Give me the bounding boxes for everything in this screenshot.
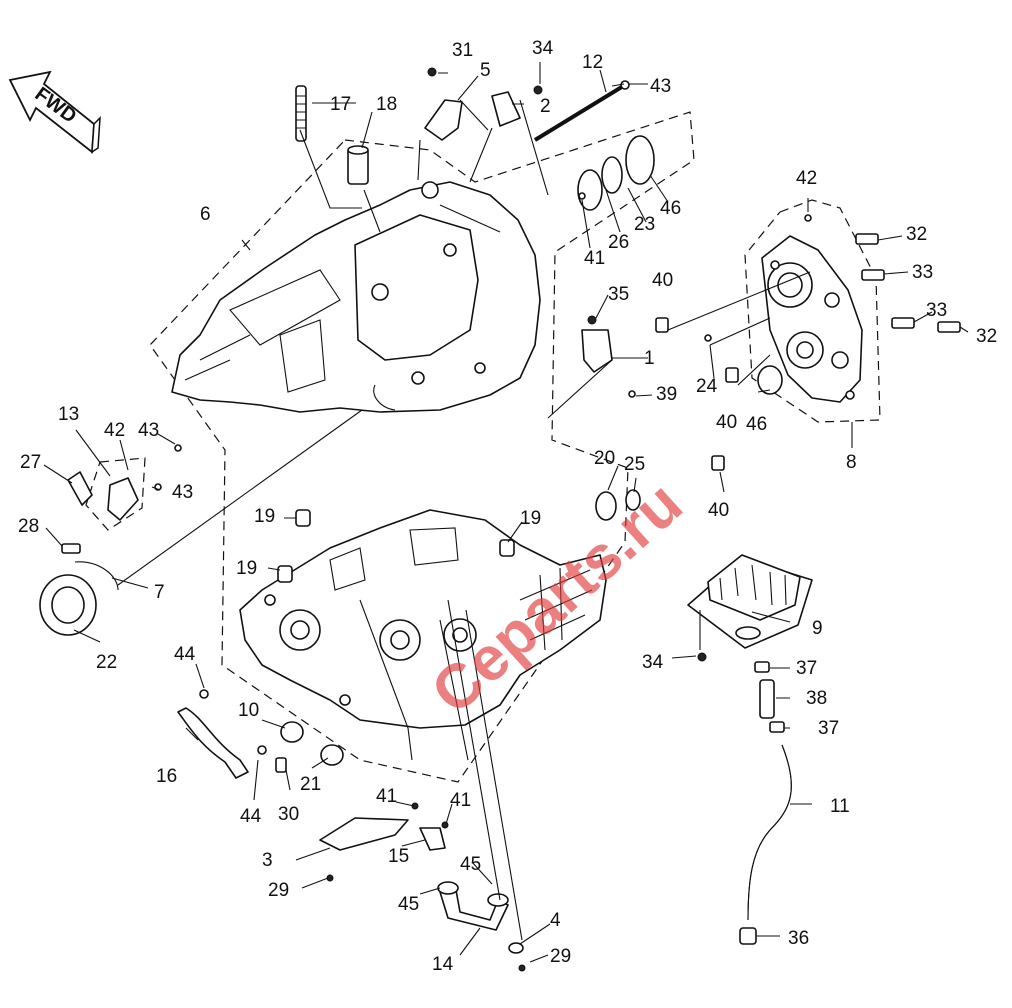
callout-22: 22 — [96, 652, 117, 673]
callout-2: 2 — [540, 96, 551, 117]
lower-crankcase — [239, 509, 607, 729]
callout-11: 11 — [830, 796, 850, 817]
callout-29a: 29 — [268, 880, 289, 901]
callout-46a: 46 — [660, 198, 681, 219]
callout-44b: 44 — [240, 806, 262, 827]
callout-labels: 1 2 3 4 5 6 7 8 9 10 11 12 13 14 15 16 1… — [18, 38, 997, 975]
callout-12: 12 — [582, 52, 603, 73]
small-components — [39, 67, 961, 972]
callout-39: 39 — [656, 384, 677, 405]
callout-40a: 40 — [652, 270, 673, 291]
callout-28: 28 — [18, 516, 39, 537]
callout-42a: 42 — [104, 420, 125, 441]
callout-25: 25 — [624, 454, 645, 475]
callout-43b: 43 — [138, 420, 159, 441]
callout-40c: 40 — [708, 500, 729, 521]
callout-31: 31 — [452, 40, 473, 61]
callout-19a: 19 — [254, 506, 275, 527]
callout-32b: 32 — [976, 326, 997, 347]
forward-direction-arrow: FWD — [8, 70, 101, 154]
right-side-cover — [761, 235, 863, 403]
callout-6: 6 — [200, 204, 211, 225]
callout-43a: 43 — [650, 76, 671, 97]
callout-13: 13 — [58, 404, 79, 425]
leader-lines — [43, 62, 969, 963]
callout-7: 7 — [154, 582, 165, 603]
callout-24: 24 — [696, 376, 718, 397]
callout-9: 9 — [812, 618, 823, 639]
sensor-group-outline — [85, 457, 146, 531]
callout-21: 21 — [300, 774, 321, 795]
callout-36: 36 — [788, 928, 809, 949]
callout-19b: 19 — [236, 558, 257, 579]
callout-43c: 43 — [172, 482, 193, 503]
callout-35: 35 — [608, 284, 629, 305]
callout-4: 4 — [550, 910, 561, 931]
callout-16: 16 — [156, 766, 177, 787]
callout-45a: 45 — [460, 854, 481, 875]
callout-30: 30 — [278, 804, 299, 825]
callout-40b: 40 — [716, 412, 737, 433]
callout-33a: 33 — [912, 262, 933, 283]
callout-8: 8 — [846, 452, 857, 473]
callout-17: 17 — [330, 94, 351, 115]
callout-3: 3 — [262, 850, 273, 871]
callout-10: 10 — [238, 700, 259, 721]
callout-1: 1 — [644, 348, 655, 369]
callout-46b: 46 — [746, 414, 767, 435]
oil-strainer-pan — [687, 554, 813, 649]
callout-14: 14 — [432, 954, 454, 975]
upper-crankcase — [171, 181, 541, 413]
callout-19c: 19 — [520, 508, 541, 529]
callout-41c: 41 — [450, 790, 471, 811]
callout-32a: 32 — [906, 224, 927, 245]
callout-37b: 37 — [818, 718, 839, 739]
callout-41b: 41 — [376, 786, 397, 807]
callout-29b: 29 — [550, 946, 571, 967]
callout-45b: 45 — [398, 894, 419, 915]
callout-15: 15 — [388, 846, 409, 867]
callout-34b: 34 — [642, 652, 664, 673]
callout-37a: 37 — [796, 658, 817, 679]
callout-33b: 33 — [926, 300, 947, 321]
callout-23: 23 — [634, 214, 655, 235]
callout-27: 27 — [20, 452, 41, 473]
callout-38: 38 — [806, 688, 827, 709]
callout-18: 18 — [376, 94, 397, 115]
callout-26: 26 — [608, 232, 629, 253]
callout-42b: 42 — [796, 168, 817, 189]
callout-41a: 41 — [584, 248, 605, 269]
callout-44a: 44 — [174, 644, 196, 665]
callout-5: 5 — [480, 60, 491, 81]
callout-34a: 34 — [532, 38, 554, 59]
upper-case-group-outline — [149, 111, 695, 783]
callout-20: 20 — [594, 448, 615, 469]
